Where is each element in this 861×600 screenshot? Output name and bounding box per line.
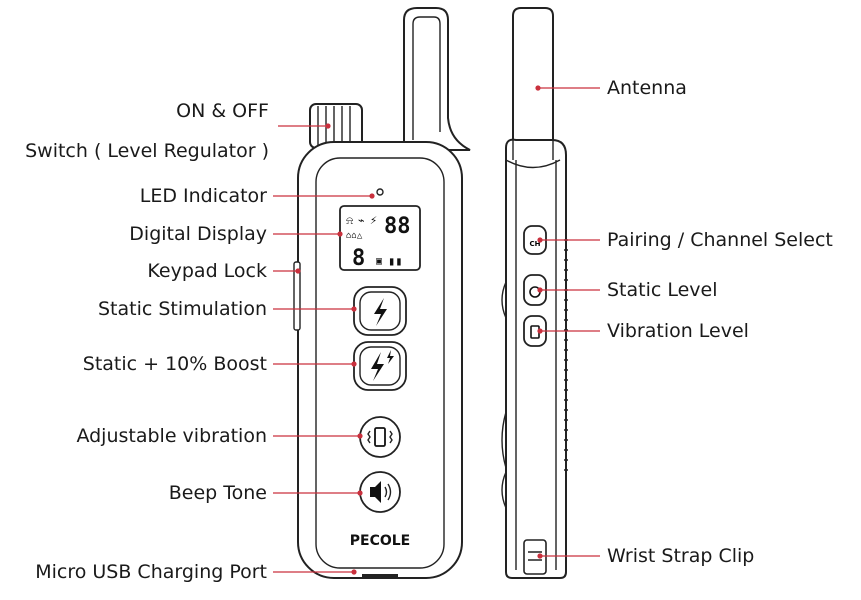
lcd-digit-bottom: 8 xyxy=(352,246,365,271)
side-view: CH xyxy=(501,7,568,579)
lightning-bolt-icon xyxy=(374,298,387,326)
label-static-level: Static Level xyxy=(607,279,718,301)
keypad-lock-button[interactable] xyxy=(293,261,301,331)
label-antenna: Antenna xyxy=(607,77,687,99)
label-beep-tone: Beep Tone xyxy=(168,482,267,504)
label-micro-usb: Micro USB Charging Port xyxy=(35,561,267,583)
lcd-digits-top: 88 xyxy=(384,214,411,239)
ch-label: CH xyxy=(530,240,541,248)
label-on-off: ON & OFF xyxy=(176,100,269,122)
label-adjustable-vibration: Adjustable vibration xyxy=(76,425,267,447)
vibration-button[interactable] xyxy=(359,416,401,458)
lcd-small-icons: ⌂⌂△ xyxy=(346,231,363,241)
lcd-battery-icon: ▮▮ xyxy=(388,254,402,268)
front-view: ⍾ ⌁ ⚡ 88 ⌂⌂△ 8 ▣ ▮▮ xyxy=(293,7,471,579)
brand-logo: PECOLE xyxy=(350,533,410,549)
antenna-groove xyxy=(412,16,441,140)
double-lightning-icon xyxy=(371,350,394,381)
label-static-stimulation: Static Stimulation xyxy=(97,298,267,320)
label-vibration-level: Vibration Level xyxy=(607,320,749,342)
front-face xyxy=(315,157,445,569)
static-boost-button[interactable] xyxy=(353,341,407,391)
wrist-strap-clip xyxy=(523,539,547,575)
label-pairing: Pairing / Channel Select xyxy=(607,229,833,251)
lcd-lock-icon: ▣ xyxy=(376,256,382,267)
lcd-bolt-icon: ⚡ xyxy=(370,213,377,227)
label-static-boost: Static + 10% Boost xyxy=(82,353,267,375)
side-antenna xyxy=(512,7,554,141)
label-digital-display: Digital Display xyxy=(129,223,267,245)
front-antenna xyxy=(403,7,471,151)
speaker-icon xyxy=(370,481,381,503)
side-body xyxy=(505,138,567,579)
label-led-indicator: LED Indicator xyxy=(139,185,267,207)
digital-display: ⍾ ⌁ ⚡ 88 ⌂⌂△ 8 ▣ ▮▮ xyxy=(339,205,421,271)
label-switch: Switch ( Level Regulator ) xyxy=(25,140,269,162)
side-bumps xyxy=(501,281,507,509)
label-wrist-strap: Wrist Strap Clip xyxy=(607,545,755,567)
lcd-vibe-icon: ⌁ xyxy=(358,214,365,227)
vibration-icon xyxy=(374,427,386,447)
usb-port xyxy=(362,574,398,578)
led-indicator xyxy=(376,188,384,196)
static-stimulation-button[interactable] xyxy=(353,286,407,336)
pairing-channel-button[interactable]: CH xyxy=(523,225,547,255)
label-keypad-lock: Keypad Lock xyxy=(147,260,267,282)
lcd-bell-icon: ⍾ xyxy=(346,214,353,227)
side-edge xyxy=(515,160,557,570)
leader-lines xyxy=(273,85,600,575)
beep-button[interactable] xyxy=(359,471,401,513)
